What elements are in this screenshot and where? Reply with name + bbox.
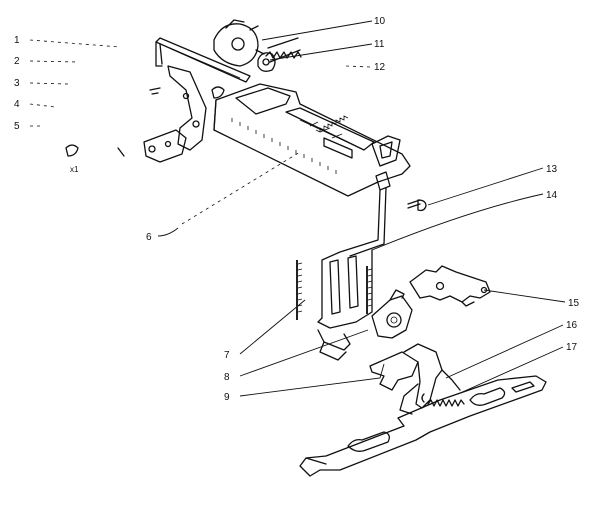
screw-13 [407, 199, 427, 212]
spring-16 [421, 393, 465, 407]
label-16: 16 [566, 320, 578, 331]
label-2: 2 [14, 56, 20, 67]
label-10: 10 [374, 16, 386, 27]
svg-text:x1: x1 [70, 165, 79, 174]
label-11: 11 [374, 39, 385, 50]
label-15: 15 [568, 298, 580, 309]
main-slide-plate [213, 83, 411, 197]
cam-9 [369, 343, 461, 415]
base-slide-bar [299, 375, 547, 477]
left-bracket-assembly: x1 [65, 37, 251, 174]
label-6: 6 [146, 232, 152, 243]
label-14: 14 [546, 190, 558, 201]
label-8: 8 [224, 372, 230, 383]
label-7: 7 [224, 350, 230, 361]
label-1: 1 [14, 35, 20, 46]
leader-lines [29, 20, 566, 397]
label-12: 12 [374, 62, 386, 73]
label-9: 9 [224, 392, 230, 403]
lever-8 [371, 289, 413, 339]
label-13: 13 [546, 164, 558, 175]
label-17: 17 [566, 342, 578, 353]
label-4: 4 [14, 99, 20, 110]
vertical-bracket [296, 171, 391, 361]
label-5: 5 [14, 121, 20, 132]
latch-15 [409, 265, 491, 307]
label-3: 3 [14, 78, 20, 89]
top-gear-assembly [213, 19, 302, 72]
